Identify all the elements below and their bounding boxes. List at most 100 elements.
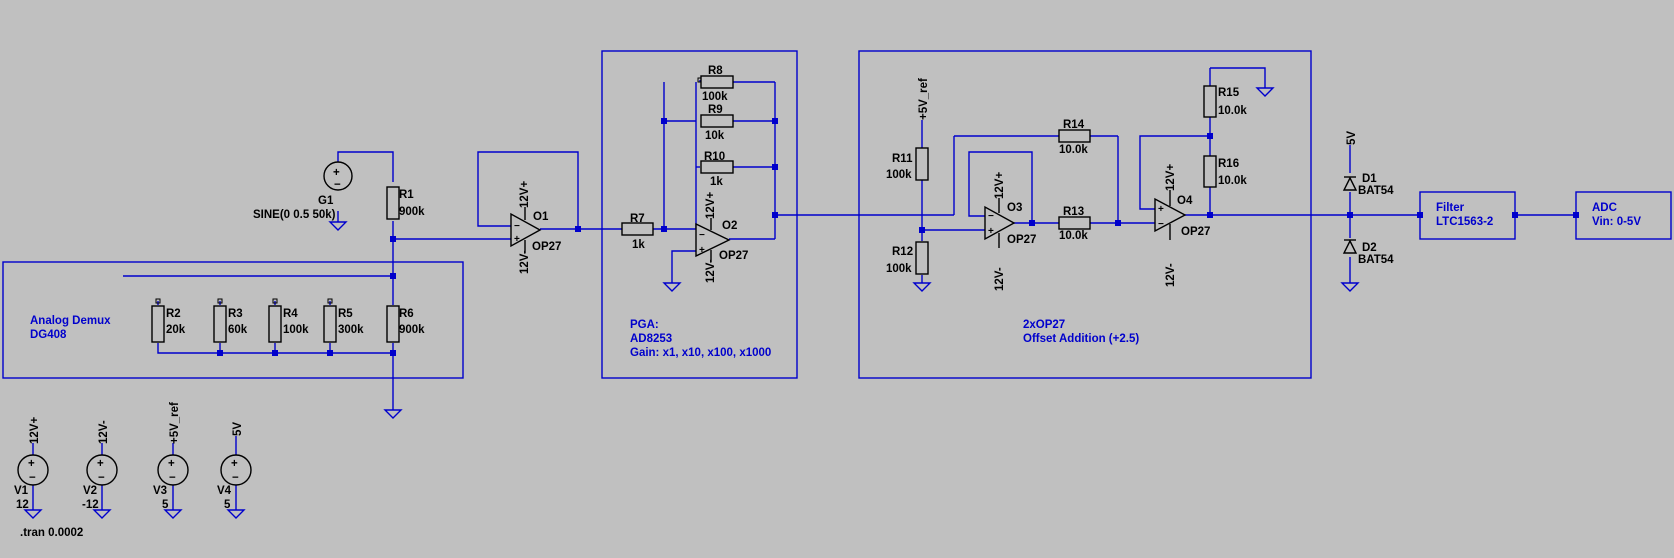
svg-text:+: + — [699, 245, 705, 256]
r10-value: 1k — [710, 176, 723, 188]
offset-desc: Offset Addition (+2.5) — [1023, 333, 1139, 345]
r1-name: R1 — [399, 189, 414, 201]
filter-part: LTC1563-2 — [1436, 216, 1493, 228]
net-o3-pos: 12V+ — [994, 172, 1006, 199]
resistor-r4[interactable] — [268, 305, 282, 343]
net-o2-pos: 12V+ — [705, 192, 717, 219]
resistor-r6[interactable] — [386, 305, 400, 343]
r4-name: R4 — [283, 308, 298, 320]
o1-model: OP27 — [532, 241, 561, 253]
r5-name: R5 — [338, 308, 353, 320]
source-v1[interactable]: +− — [17, 454, 49, 486]
resistor-r10[interactable] — [700, 160, 734, 174]
r14-name: R14 — [1063, 119, 1085, 131]
resistor-r9[interactable] — [700, 114, 734, 128]
net-v3: +5V_ref — [169, 402, 181, 444]
source-v4[interactable]: +− — [220, 454, 252, 486]
svg-text:+: + — [333, 167, 340, 179]
resistor-r12[interactable] — [915, 241, 929, 275]
r14-value: 10.0k — [1059, 144, 1088, 156]
resistor-r1[interactable] — [386, 186, 400, 220]
svg-text:+: + — [1158, 204, 1164, 215]
v3-name: V3 — [153, 485, 167, 497]
o3-model: OP27 — [1007, 234, 1036, 246]
generator-g1[interactable]: + − — [323, 161, 353, 191]
resistors — [151, 75, 1217, 343]
r16-name: R16 — [1218, 158, 1239, 170]
net-o2-neg: 12V- — [705, 259, 717, 283]
v1-name: V1 — [14, 485, 29, 497]
net-r11-ref: +5V_ref — [918, 78, 930, 120]
resistor-r14[interactable] — [1058, 129, 1091, 143]
diode-d2[interactable] — [1342, 239, 1358, 254]
adc-title: ADC — [1592, 202, 1617, 214]
junction-dots — [217, 118, 1579, 356]
d2-name: D2 — [1362, 242, 1377, 254]
r5-value: 300k — [338, 324, 364, 336]
v2-name: V2 — [83, 485, 97, 497]
resistor-r11[interactable] — [915, 147, 929, 181]
v3-value: 5 — [162, 499, 169, 511]
r2-name: R2 — [166, 308, 181, 320]
r6-value: 900k — [399, 324, 425, 336]
source-v2[interactable]: +− — [86, 454, 118, 486]
ground-symbols — [23, 87, 1360, 519]
net-v1: 12V+ — [29, 417, 41, 444]
svg-text:+: + — [231, 458, 238, 470]
svg-text:+: + — [97, 458, 104, 470]
o2-model: OP27 — [719, 250, 748, 262]
r16-value: 10.0k — [1218, 175, 1247, 187]
svg-text:−: − — [169, 472, 176, 484]
resistor-labels: R1 900k R2 20k R3 60k R4 100k R5 300k R6… — [166, 65, 1247, 336]
resistor-r5[interactable] — [323, 305, 337, 343]
svg-text:−: − — [988, 211, 994, 222]
resistor-r16[interactable] — [1203, 155, 1217, 188]
demux-title: Analog Demux — [30, 315, 111, 327]
resistor-r8[interactable] — [700, 75, 734, 89]
net-v4: 5V — [232, 422, 244, 436]
resistor-r13[interactable] — [1058, 216, 1091, 230]
net-o4-neg: 12V- — [1165, 263, 1177, 287]
net-o1-pos: 12V+ — [519, 181, 531, 208]
source-v3[interactable]: +− — [157, 454, 189, 486]
r15-name: R15 — [1218, 87, 1240, 99]
wires — [32, 67, 1576, 510]
opamp-o2[interactable]: − + — [695, 218, 731, 262]
diode-d1[interactable] — [1342, 176, 1358, 191]
adc-range: Vin: 0-5V — [1592, 216, 1641, 228]
r6-name: R6 — [399, 308, 414, 320]
resistor-r7[interactable] — [621, 222, 654, 236]
r11-name: R11 — [892, 153, 913, 165]
r4-value: 100k — [283, 324, 309, 336]
opamp-labels: O1 OP27 O2 OP27 O3 OP27 O4 OP27 — [532, 195, 1210, 262]
pga-title: PGA: — [630, 319, 659, 331]
pin-markers — [155, 77, 703, 304]
r1-value: 900k — [399, 206, 425, 218]
resistor-r15[interactable] — [1203, 85, 1217, 118]
demux-block-frame — [2, 261, 464, 379]
svg-text:−: − — [334, 179, 341, 191]
r12-value: 100k — [886, 263, 912, 275]
sim-directive[interactable]: .tran 0.0002 — [20, 527, 83, 539]
opamp-o1[interactable]: − + — [510, 207, 542, 253]
svg-text:−: − — [514, 221, 520, 232]
svg-text:−: − — [29, 472, 36, 484]
r13-name: R13 — [1063, 206, 1084, 218]
source-labels: V1 12 V2 -12 V3 5 V4 5 — [14, 485, 232, 511]
net-o4-pos: 12V+ — [1165, 164, 1177, 191]
r11-value: 100k — [886, 169, 912, 181]
o4-model: OP27 — [1181, 226, 1210, 238]
svg-text:−: − — [98, 472, 105, 484]
d1-name: D1 — [1362, 173, 1377, 185]
pga-gain: Gain: x1, x10, x100, x1000 — [630, 347, 771, 359]
r8-value: 100k — [702, 91, 728, 103]
r2-value: 20k — [166, 324, 186, 336]
opamp-o3[interactable]: − + — [984, 198, 1016, 248]
resistor-r2[interactable] — [151, 305, 165, 343]
v1-value: 12 — [16, 499, 29, 511]
r15-value: 10.0k — [1218, 105, 1247, 117]
opamp-o4[interactable]: + − — [1154, 190, 1187, 240]
d2-model: BAT54 — [1358, 254, 1394, 266]
resistor-r3[interactable] — [213, 305, 227, 343]
